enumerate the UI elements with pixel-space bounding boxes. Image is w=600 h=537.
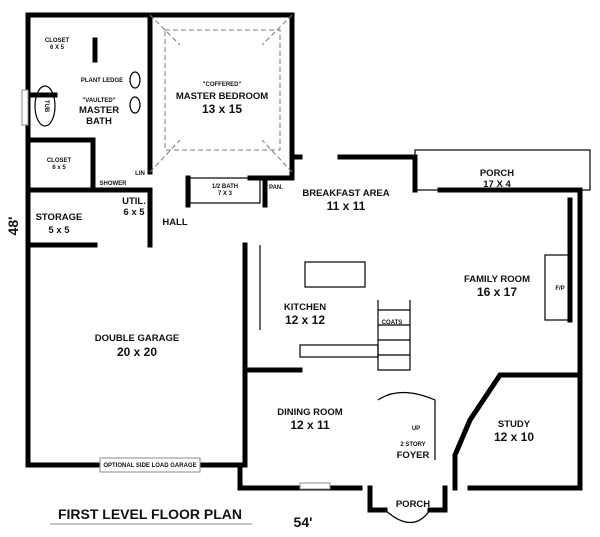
study-size: 12 x 10 xyxy=(494,430,534,444)
master-bath-note: "VAULTED" xyxy=(82,98,115,104)
closet2-size: 6 x 5 xyxy=(52,165,66,171)
half-bath-label: 1/2 BATH xyxy=(212,184,238,190)
hall-label: HALL xyxy=(162,217,188,228)
dining-label: DINING ROOM xyxy=(277,407,343,418)
garage-note: OPTIONAL SIDE LOAD GARAGE xyxy=(103,463,196,469)
master-bedroom-note: "COFFERED" xyxy=(203,82,242,88)
interior-details xyxy=(21,14,591,524)
pantry-label: PAN. xyxy=(269,185,283,191)
stair-up-label: UP xyxy=(412,426,420,432)
breakfast-size: 11 x 11 xyxy=(327,199,366,213)
dining-size: 12 x 11 xyxy=(290,418,330,432)
coats-label: COATS xyxy=(382,320,403,326)
master-bedroom-label: MASTER BEDROOM xyxy=(176,91,268,102)
plan-title: FIRST LEVEL FLOOR PLAN xyxy=(58,506,242,522)
kitchen-size: 12 x 12 xyxy=(285,313,325,327)
front-porch-label: PORCH xyxy=(396,499,430,510)
half-bath-size: 7 X 3 xyxy=(218,191,233,197)
garage-label: DOUBLE GARAGE xyxy=(95,333,179,344)
tub-label: TUB xyxy=(43,100,49,113)
family-room-label: FAMILY ROOM xyxy=(464,274,530,285)
garage-size: 20 x 20 xyxy=(117,345,157,359)
closet2-label: CLOSET xyxy=(47,158,72,164)
foyer-note: 2 STORY xyxy=(400,442,425,448)
foyer-label: FOYER xyxy=(397,450,430,461)
study-label: STUDY xyxy=(498,419,531,430)
shower-label: SHOWER xyxy=(100,181,128,187)
storage-label: STORAGE xyxy=(36,212,83,223)
linen-label: LIN xyxy=(135,171,145,177)
storage-size: 5 x 5 xyxy=(48,225,70,236)
master-bedroom-size: 13 x 15 xyxy=(202,102,242,116)
back-porch-size: 17 X 4 xyxy=(483,179,511,190)
closet1-label: CLOSET xyxy=(45,38,70,44)
utility-label: UTIL. xyxy=(122,196,146,207)
fireplace-label: F/P xyxy=(555,286,564,292)
family-room-size: 16 x 17 xyxy=(477,285,517,299)
master-bath-label-2: BATH xyxy=(86,116,112,127)
closet1-size: 6 X 5 xyxy=(50,45,65,51)
kitchen-label: KITCHEN xyxy=(284,302,326,313)
width-dimension: 54' xyxy=(294,514,313,530)
back-porch-label: PORCH xyxy=(480,168,514,179)
master-bath-label: MASTER xyxy=(79,105,119,116)
depth-dimension: 48' xyxy=(5,217,21,236)
plant-ledge-label: PLANT LEDGE xyxy=(81,78,123,84)
utility-size: 6 x 5 xyxy=(123,207,145,218)
breakfast-label: BREAKFAST AREA xyxy=(302,188,389,199)
